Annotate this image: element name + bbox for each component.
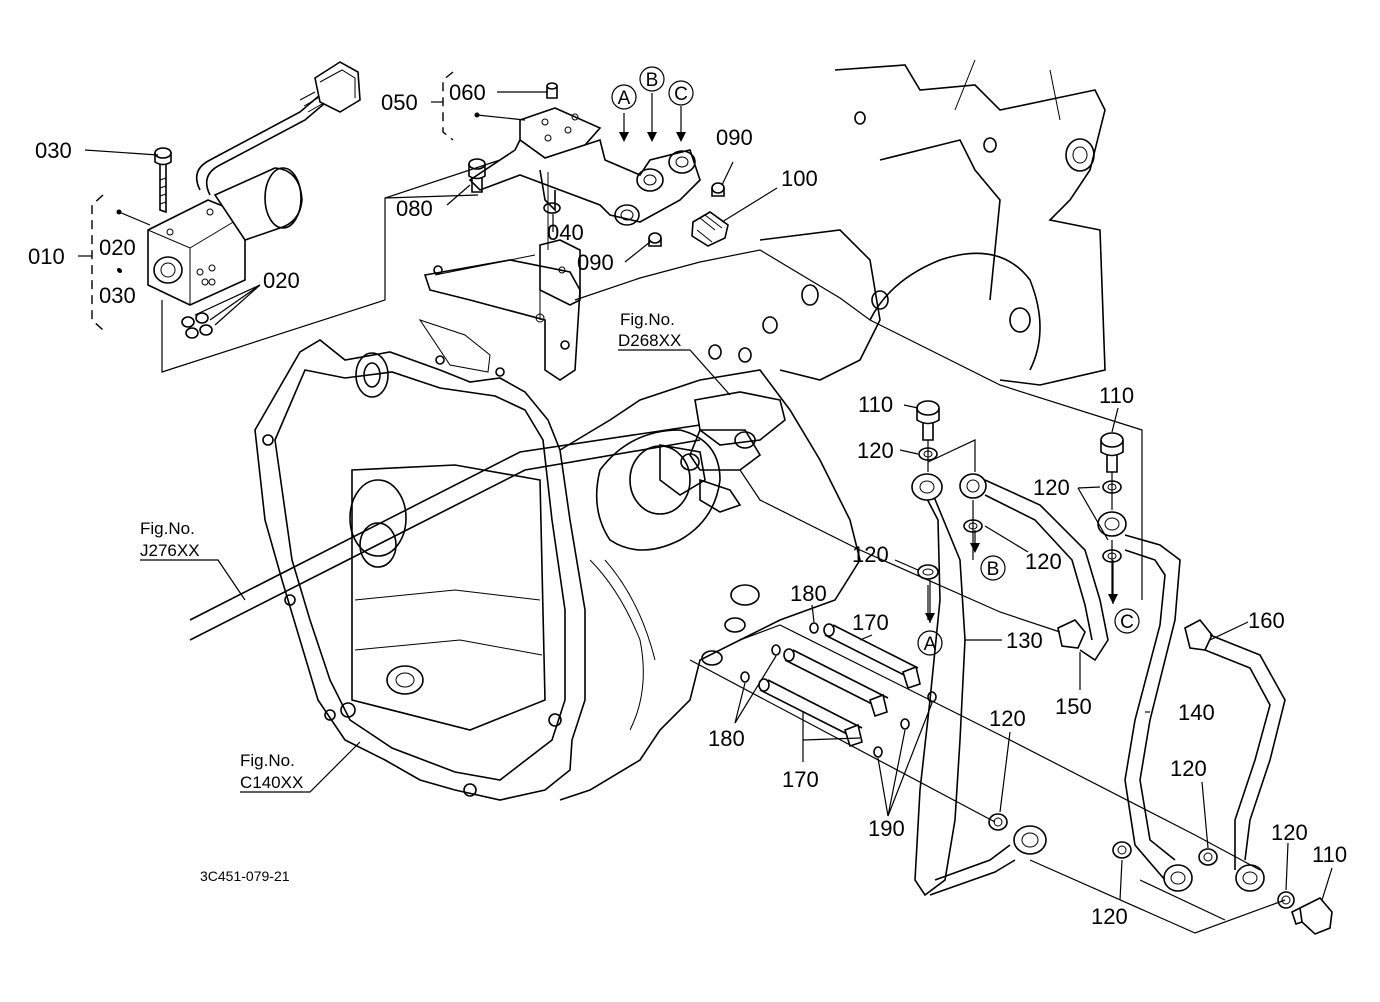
figure-ref-j276: Fig.No. J276XX (140, 519, 200, 560)
separator-dot (118, 269, 122, 273)
figure-code: 3C451-079-21 (200, 868, 290, 884)
callout-050: 050 (381, 90, 418, 115)
callout-090: 090 (577, 250, 614, 275)
figure-ref-c140: Fig.No. C140XX (240, 751, 303, 792)
svg-text:J276XX: J276XX (140, 541, 200, 560)
plug-090-upper (711, 182, 725, 197)
callout-190: 190 (868, 816, 905, 841)
callout-020: 020 (263, 268, 300, 293)
figure-ref-d268: Fig.No. D268XX (618, 310, 681, 350)
callout-120: 120 (857, 438, 894, 463)
callout-120: 120 (1271, 820, 1308, 845)
port-marker-a-low: A (917, 630, 943, 656)
screw-060 (546, 82, 558, 99)
callout-170: 170 (852, 610, 889, 635)
port-marker-a-top: A (611, 84, 637, 110)
callout-120: 120 (1091, 904, 1128, 929)
banjo-bolt-110-top (916, 400, 940, 441)
callout-040: 040 (547, 220, 584, 245)
callout-010: 010 (28, 244, 65, 269)
svg-text:C140XX: C140XX (240, 773, 303, 792)
svg-text:B: B (646, 70, 659, 91)
svg-text:B: B (987, 559, 1000, 580)
o-rings-190 (873, 691, 937, 758)
callout-120: 120 (1170, 756, 1207, 781)
callout-140: 140 (1178, 700, 1215, 725)
port-arrows (619, 93, 1118, 623)
callout-090: 090 (716, 125, 753, 150)
port-marker-b-top: B (639, 66, 665, 92)
port-marker-b-low: B (980, 555, 1006, 581)
callout-labels: 010 020 020 030 030 040 050 060 080 090 … (28, 80, 1347, 929)
o-rings-020 (181, 312, 213, 339)
callout-030: 030 (99, 283, 136, 308)
callout-110: 110 (1312, 842, 1347, 867)
callout-100: 100 (781, 166, 818, 191)
bolt-030 (154, 147, 172, 214)
o-rings-180 (740, 622, 819, 683)
svg-text:Fig.No.: Fig.No. (240, 751, 295, 770)
solenoid-valve (147, 61, 361, 306)
callout-110: 110 (858, 392, 893, 417)
callout-030: 030 (35, 138, 72, 163)
svg-text:A: A (924, 634, 937, 655)
svg-text:C: C (674, 84, 688, 105)
banjo-bolt-110-right (1100, 432, 1124, 473)
transmission-housing (189, 59, 1106, 801)
callout-180: 180 (708, 726, 745, 751)
svg-text:Fig.No.: Fig.No. (620, 310, 675, 329)
fitting-100 (691, 211, 729, 247)
port-marker-c-low: C (1114, 608, 1140, 634)
callout-120: 120 (852, 542, 889, 567)
callout-020: 020 (99, 235, 136, 260)
callout-120: 120 (1025, 549, 1062, 574)
callout-110: 110 (1099, 383, 1134, 408)
callout-120: 120 (1033, 475, 1070, 500)
port-marker-c-top: C (668, 80, 694, 106)
svg-text:C: C (1120, 612, 1134, 633)
svg-text:A: A (618, 88, 631, 109)
callout-160: 160 (1248, 608, 1285, 633)
callout-170: 170 (782, 767, 819, 792)
callout-150: 150 (1055, 694, 1092, 719)
callout-080: 080 (396, 196, 433, 221)
plug-090-lower (648, 232, 662, 247)
dowel-pins-170 (758, 623, 921, 748)
callout-120: 120 (989, 706, 1026, 731)
callout-060: 060 (449, 80, 486, 105)
valve-manifold (468, 107, 701, 323)
hydraulic-pipes (911, 473, 1286, 897)
svg-text:Fig.No.: Fig.No. (140, 519, 195, 538)
banjo-bolt-110-bottom (1291, 897, 1333, 935)
svg-text:D268XX: D268XX (618, 331, 681, 350)
callout-180: 180 (790, 581, 827, 606)
callout-130: 130 (1006, 628, 1043, 653)
o-ring-040 (543, 202, 561, 214)
